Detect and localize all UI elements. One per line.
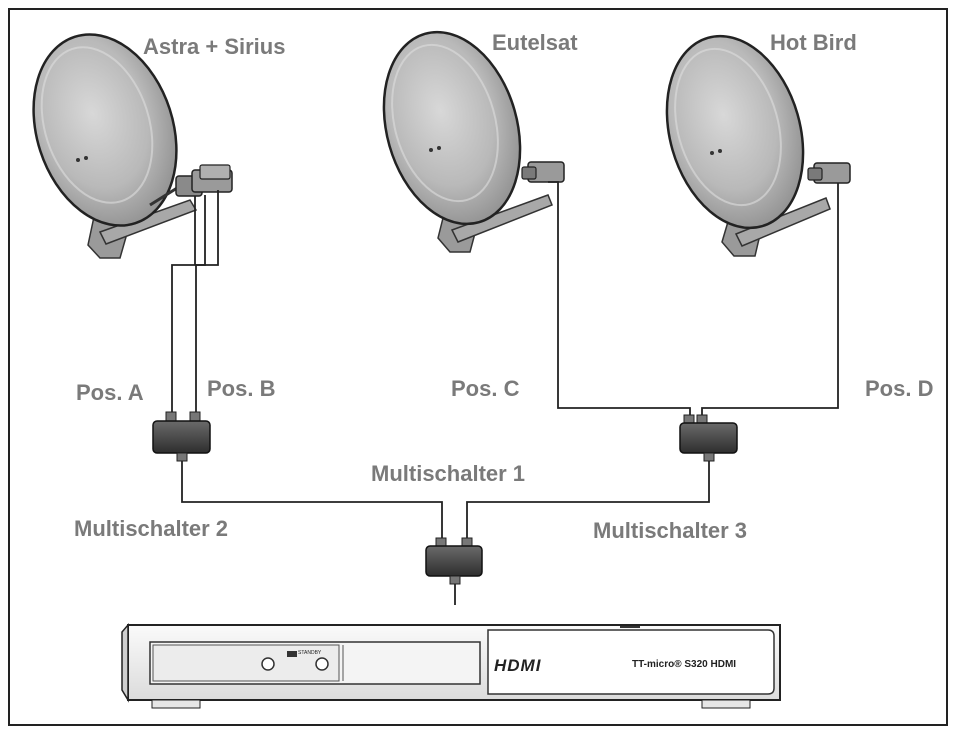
receiver-standby-label: STANDBY	[298, 650, 322, 656]
label-multischalter-1: Multischalter 1	[371, 461, 526, 486]
multischalter-3	[679, 414, 738, 462]
label-pos-c: Pos. C	[451, 376, 520, 401]
receiver-model: TT-micro® S320 HDMI	[632, 659, 737, 670]
label-multischalter-2: Multischalter 2	[74, 516, 229, 541]
label-eutelsat: Eutelsat	[492, 30, 578, 55]
label-pos-d: Pos. D	[865, 376, 934, 401]
hdmi-logo: HDMI	[494, 656, 542, 675]
receiver	[121, 622, 781, 709]
multischalter-2	[152, 411, 211, 462]
label-pos-a: Pos. A	[76, 380, 144, 405]
label-astra-sirius: Astra + Sirius	[143, 34, 286, 59]
dish-eutelsat	[382, 30, 565, 253]
label-pos-b: Pos. B	[207, 376, 276, 401]
multischalter-1	[425, 537, 483, 585]
label-multischalter-3: Multischalter 3	[593, 518, 748, 543]
dish-hot-bird	[665, 34, 851, 257]
dish-astra-sirius	[32, 33, 233, 259]
label-hot-bird: Hot Bird	[770, 30, 857, 55]
